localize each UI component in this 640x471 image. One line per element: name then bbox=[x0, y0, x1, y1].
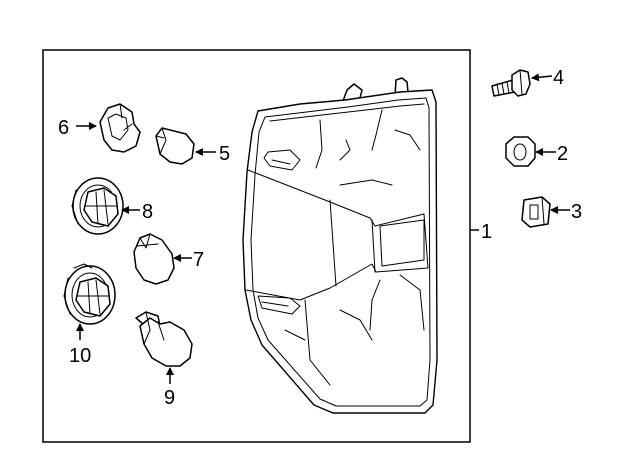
socket-lower[interactable] bbox=[63, 263, 116, 325]
callout-7: 7 bbox=[193, 249, 204, 271]
wedge-bulb[interactable] bbox=[155, 127, 195, 165]
leader-line-4 bbox=[531, 73, 553, 82]
callout-6: 6 bbox=[58, 117, 69, 139]
callout-1: 1 bbox=[481, 221, 492, 243]
retainer-clip[interactable] bbox=[521, 196, 551, 228]
stop-tail-bulb[interactable] bbox=[133, 233, 175, 285]
socket-upper[interactable] bbox=[99, 103, 141, 153]
assembly-frame bbox=[42, 49, 471, 443]
grommet[interactable] bbox=[505, 136, 536, 167]
callout-5: 5 bbox=[219, 143, 230, 165]
callout-3: 3 bbox=[571, 201, 582, 223]
callout-10: 10 bbox=[69, 345, 91, 367]
callout-4: 4 bbox=[553, 67, 564, 89]
callout-9: 9 bbox=[164, 387, 175, 409]
callout-2: 2 bbox=[557, 143, 568, 165]
bolt[interactable] bbox=[491, 69, 531, 97]
socket-middle[interactable] bbox=[71, 177, 124, 235]
tail-lamp-housing[interactable] bbox=[242, 77, 438, 414]
backup-bulb[interactable] bbox=[135, 311, 193, 367]
callout-8: 8 bbox=[142, 201, 153, 223]
